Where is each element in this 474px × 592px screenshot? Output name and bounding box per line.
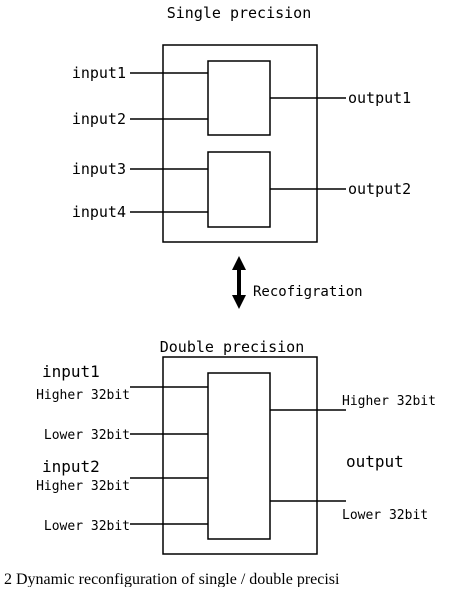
double-outer-box (162, 356, 318, 555)
single-input3-label: input3 (72, 160, 126, 178)
double-out-low-label: Lower 32bit (342, 508, 428, 523)
figure-caption: 2 Dynamic reconfiguration of single / do… (4, 571, 340, 587)
double-output-label: output (346, 452, 404, 471)
single-precision-title: Single precision (167, 4, 312, 22)
single-input1-label: input1 (72, 64, 126, 82)
single-input2-label: input2 (72, 110, 126, 128)
double-in2-low-label: Lower 32bit (44, 519, 130, 534)
double-in2-high-label: Higher 32bit (36, 479, 130, 494)
single-input4-label: input4 (72, 203, 126, 221)
single-output1-label: output1 (348, 89, 411, 107)
reconfig-arrow-up-head (232, 256, 246, 270)
double-unit (207, 372, 271, 540)
single-outer-box (162, 44, 318, 243)
double-in1-high-label: Higher 32bit (36, 388, 130, 403)
reconfig-arrow-down-head (232, 295, 246, 309)
double-precision-title: Double precision (160, 338, 305, 356)
single-unit-1 (207, 60, 271, 136)
double-input2-label: input2 (42, 457, 100, 476)
double-out-high-label: Higher 32bit (342, 394, 436, 409)
single-output2-label: output2 (348, 180, 411, 198)
reconfig-label: Recofigration (253, 284, 363, 300)
single-unit-2 (207, 151, 271, 228)
double-in1-low-label: Lower 32bit (44, 428, 130, 443)
double-input1-label: input1 (42, 362, 100, 381)
